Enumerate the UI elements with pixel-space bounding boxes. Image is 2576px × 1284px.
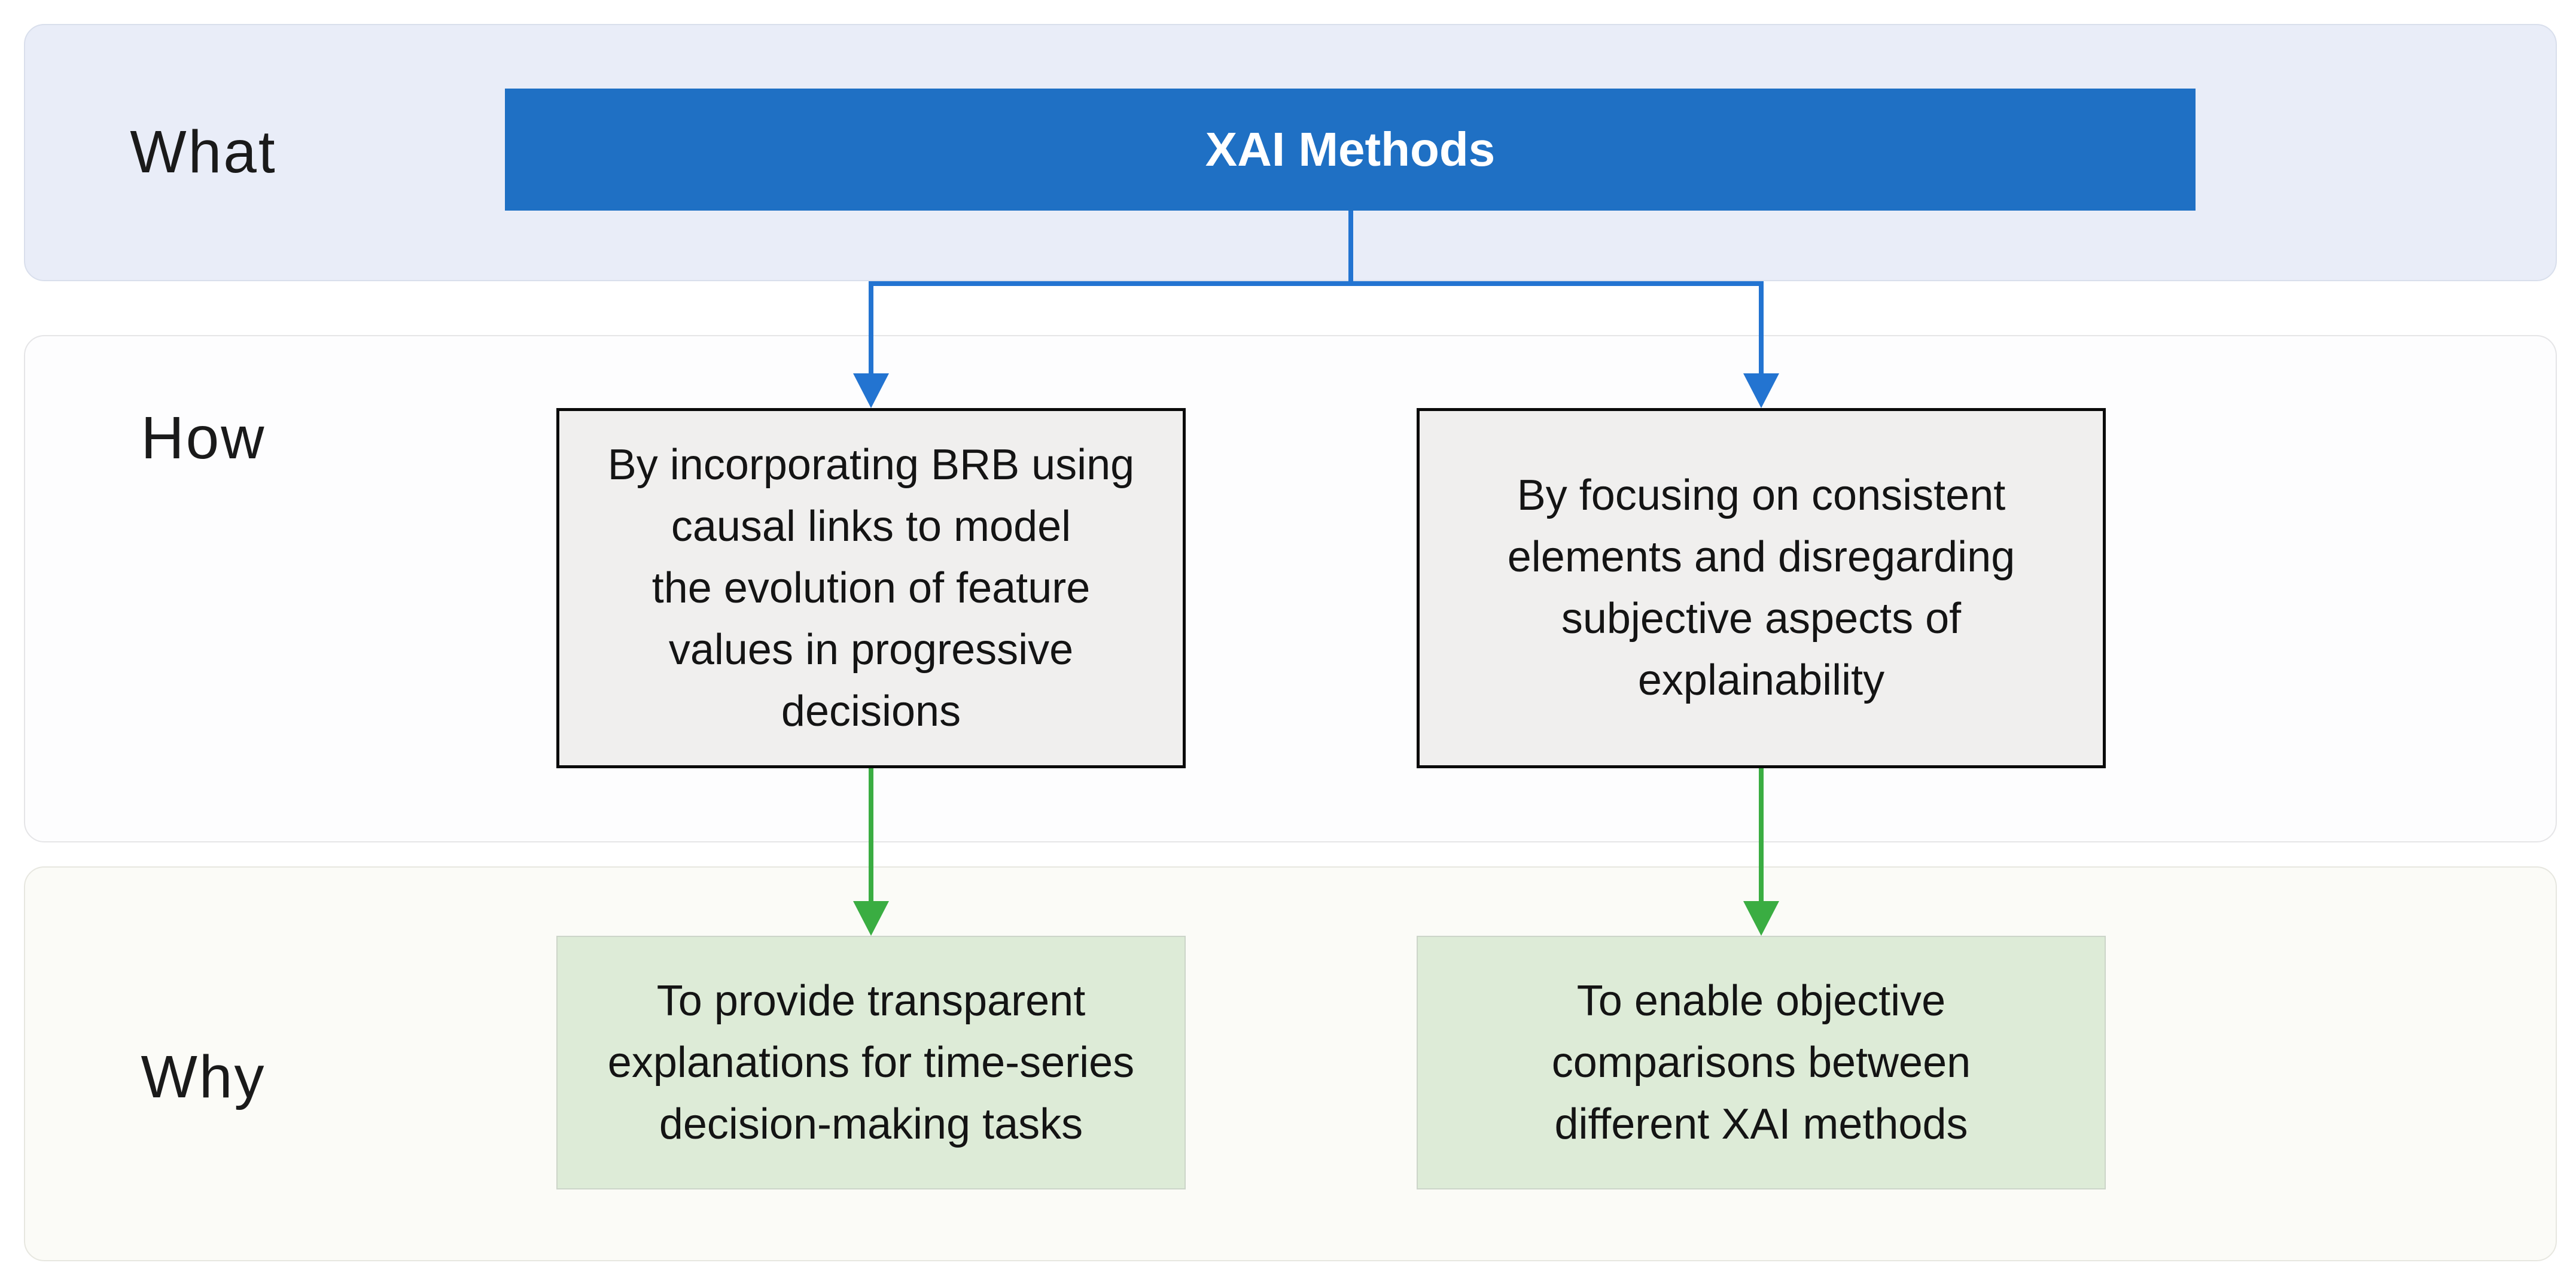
how-node-right: By focusing on consistent elements and d… (1417, 408, 2106, 768)
why-node-left: To provide transparent explanations for … (556, 936, 1186, 1189)
arrowhead-green-right-icon (1743, 901, 1779, 936)
connector-horizontal-bar (869, 281, 1764, 286)
connector-green-right (1759, 768, 1764, 902)
connector-root-stem (1348, 211, 1353, 284)
connector-drop-left (869, 281, 873, 375)
row-label-how: How (141, 404, 266, 471)
arrowhead-green-left-icon (853, 901, 889, 936)
row-label-what: What (130, 118, 277, 185)
connector-drop-right (1759, 281, 1764, 375)
connector-green-left (869, 768, 873, 902)
band-how (24, 335, 2557, 842)
arrowhead-blue-right-icon (1743, 373, 1779, 408)
root-node-label: XAI Methods (1205, 123, 1496, 176)
row-label-why: Why (141, 1043, 266, 1110)
arrowhead-blue-left-icon (853, 373, 889, 408)
how-node-left: By incorporating BRB using causal links … (556, 408, 1186, 768)
root-node-xai-methods: XAI Methods (505, 89, 2196, 211)
why-node-right: To enable objective comparisons between … (1417, 936, 2106, 1189)
band-why (24, 866, 2557, 1261)
